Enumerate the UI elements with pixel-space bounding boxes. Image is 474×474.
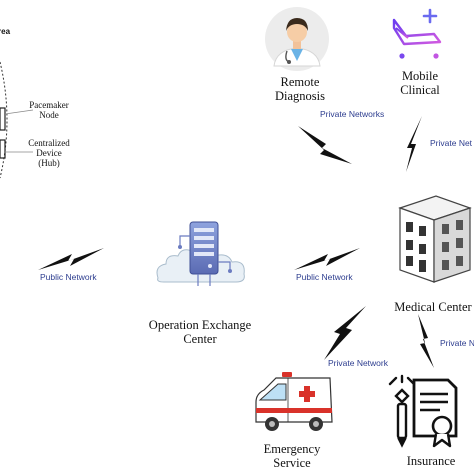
- operation-exchange-label: Operation Exchange Center: [148, 318, 252, 346]
- insurance-certificate-icon: [388, 374, 458, 448]
- remote-diagnosis-label: Remote Diagnosis: [275, 75, 325, 103]
- doctor-icon: [265, 7, 329, 71]
- ambulance-icon: [255, 372, 333, 431]
- private-network-bottom-label: Private Network: [328, 358, 388, 368]
- lightning-link-top-icon: [298, 126, 352, 164]
- hub-connector: [5, 151, 33, 153]
- insurance-label: Insurance: [406, 454, 456, 468]
- body-area-boundary: [0, 61, 8, 179]
- mobile-clinical-label: Mobile Clinical: [400, 69, 440, 97]
- pacemaker-connector: [4, 109, 34, 115]
- lightning-link-right-bottom-icon: [418, 314, 434, 368]
- lightning-link-right-top-icon: [406, 116, 422, 172]
- public-network-right-label: Public Network: [296, 272, 353, 282]
- private-net-right-label: Private Net: [430, 138, 473, 148]
- body-area-panel: rea Pacemaker Node Centralized Device (H…: [0, 0, 120, 200]
- hospital-bed-icon: [392, 8, 442, 59]
- lightning-link-public-right-icon: [294, 248, 360, 270]
- private-n-right-label: Private N: [440, 338, 474, 348]
- emergency-service-label: Emergency Service: [263, 442, 321, 470]
- private-networks-top-label: Private Networks: [320, 109, 385, 119]
- medical-center-label: Medical Center: [394, 300, 472, 314]
- lightning-link-public-left-icon: [38, 248, 104, 270]
- pacemaker-node-label: Pacemaker Node: [29, 100, 69, 120]
- public-network-left-label: Public Network: [40, 272, 97, 282]
- lightning-link-bottom-icon: [324, 306, 366, 360]
- server-cloud-icon: [156, 221, 245, 286]
- body-area-title: rea: [0, 27, 11, 36]
- hub-label: Centralized Device (Hub): [28, 138, 70, 168]
- hospital-building-icon: [398, 195, 472, 283]
- pacemaker-device-icon: [0, 107, 6, 159]
